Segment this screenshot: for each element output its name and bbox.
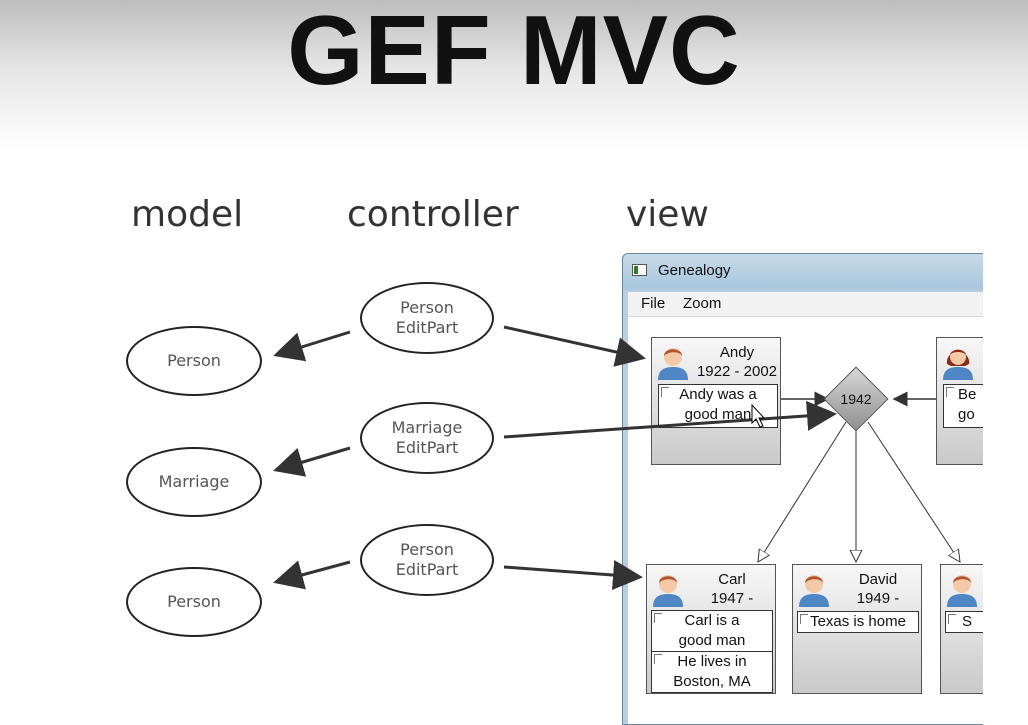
controller-label-line1: Marriage (391, 418, 463, 437)
marriage-to-carl-link (758, 421, 847, 562)
male-avatar-icon (799, 575, 829, 607)
person-node-third[interactable]: S (940, 564, 983, 694)
note-line: go (958, 406, 975, 423)
person-node-andy[interactable]: Andy 1922 - 2002 Andy was a good man (651, 337, 781, 465)
person-node-be[interactable]: Be go (936, 337, 983, 465)
app-icon (632, 264, 647, 276)
note-line: S (962, 613, 973, 630)
genealogy-connections (628, 391, 983, 725)
note-line: He lives in (677, 653, 747, 670)
arrow-ctrl2-to-model2 (273, 446, 351, 477)
person-node-carl[interactable]: Carl 1947 - Carl is a good man He lives … (646, 564, 776, 694)
male-avatar-icon (658, 348, 688, 380)
note-line: Texas is home (810, 613, 906, 630)
male-avatar-icon (653, 575, 683, 607)
controller-label-line1: Person (400, 298, 454, 317)
window-title: Genealogy (658, 262, 731, 279)
controller-label-line1: Person (400, 540, 454, 559)
person-note: Texas is home (797, 611, 919, 633)
view-heading: view (626, 194, 709, 235)
male-avatar-icon (947, 575, 977, 607)
model-person-node: Person (126, 326, 262, 396)
model-marriage-node: Marriage (126, 447, 262, 517)
menu-zoom[interactable]: Zoom (683, 295, 722, 312)
genealogy-window: Genealogy File Zoom (622, 253, 983, 725)
controller-person-editpart: Person EditPart (360, 524, 494, 596)
person-years: 1922 - 2002 (696, 363, 778, 380)
person-node-david[interactable]: David 1949 - Texas is home (792, 564, 922, 694)
controller-label-line2: EditPart (395, 560, 459, 579)
person-note: Be go (943, 384, 983, 428)
note-line: good man (684, 406, 752, 423)
person-years: 1947 - (710, 590, 754, 607)
controller-heading: controller (347, 194, 519, 235)
model-heading: model (131, 194, 244, 235)
model-label: Marriage (158, 472, 230, 491)
controller-label-line2: EditPart (395, 318, 459, 337)
female-avatar-icon (943, 349, 973, 380)
person-years: 1949 - (856, 590, 900, 607)
controller-label-line2: EditPart (395, 438, 459, 457)
note-line: Andy was a (679, 386, 757, 403)
person-name: Andy (719, 344, 755, 361)
person-note: Andy was a good man (658, 384, 778, 428)
arrow-ctrl1-to-model1 (273, 330, 351, 362)
note-line: good man (678, 632, 746, 649)
person-name: Carl (718, 571, 746, 588)
note-line: Carl is a (684, 612, 740, 629)
menu-bar: File Zoom (628, 292, 983, 317)
note-line: Boston, MA (673, 673, 751, 690)
controller-marriage-editpart: Marriage EditPart (360, 402, 494, 474)
model-label: Person (167, 351, 221, 370)
note-line: Be (958, 386, 977, 403)
marriage-to-third-link (867, 421, 960, 562)
controller-person-editpart: Person EditPart (360, 282, 494, 354)
person-note: He lives in Boston, MA (651, 651, 773, 693)
menu-file[interactable]: File (641, 295, 666, 312)
arrow-ctrl3-to-model3 (273, 560, 351, 590)
model-person-node: Person (126, 567, 262, 637)
diagram-canvas[interactable]: Andy 1922 - 2002 Andy was a good man Be … (628, 317, 983, 725)
model-label: Person (167, 592, 221, 611)
slide-title: GEF MVC (287, 0, 741, 105)
person-note: S (945, 611, 983, 633)
marriage-year: 1942 (840, 391, 872, 407)
person-name: David (858, 571, 898, 588)
person-note: Carl is a good man (651, 610, 773, 652)
